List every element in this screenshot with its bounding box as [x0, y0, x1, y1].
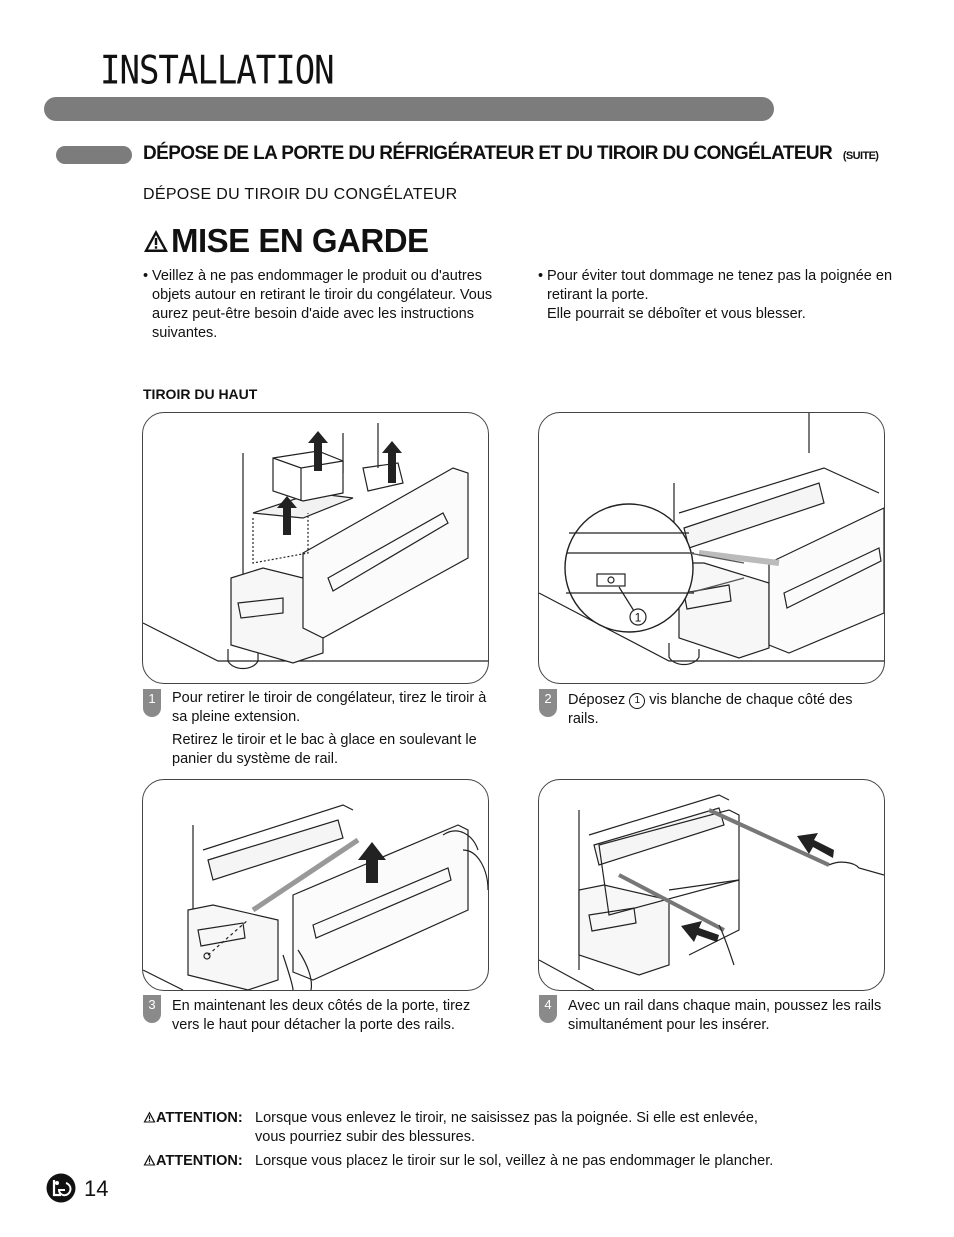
warning-triangle-icon: [144, 230, 168, 252]
attention-label-text-2: ATTENTION:: [156, 1153, 243, 1169]
subsection-title: DÉPOSE DU TIROIR DU CONGÉLATEUR: [143, 186, 458, 203]
warning-heading-text: MISE EN GARDE: [171, 222, 429, 259]
step-2-text-after: vis blanche de chaque côté des rails.: [568, 692, 853, 727]
figure-step-3: [142, 779, 489, 991]
section-pill: [56, 146, 132, 164]
warning-triangle-icon: [143, 1154, 156, 1166]
warning-right-text: Pour éviter tout dommage ne tenez pas la…: [547, 267, 908, 324]
drawer-heading: TIROIR DU HAUT: [143, 386, 258, 402]
figure-step-2: 1: [538, 412, 885, 684]
step-number-4: 4: [539, 995, 557, 1023]
warning-right-line1: Pour éviter tout dommage ne tenez pas la…: [547, 268, 893, 303]
step-number-1: 1: [143, 689, 161, 717]
warning-heading: MISE EN GARDE: [143, 222, 429, 260]
attention-text-2-line-1: Lorsque vous placez le tiroir sur le sol…: [255, 1153, 774, 1169]
step-4-text: Avec un rail dans chaque main, poussez l…: [568, 998, 882, 1033]
attention-text-1-line-2: vous pourriez subir des blessures.: [255, 1129, 476, 1145]
attention-label-1: ATTENTION:: [143, 1109, 243, 1128]
page-number: 14: [84, 1176, 109, 1201]
warning-triangle-icon: [143, 1111, 156, 1123]
bullet: •: [538, 268, 544, 284]
step-number-3: 3: [143, 995, 161, 1023]
warning-left-text: Veillez à ne pas endommager le produit o…: [152, 268, 493, 341]
step-2-text: Déposez 1 vis blanche de chaque côté des…: [568, 691, 886, 729]
freezer-drawer-illustration: [143, 423, 488, 670]
callout-1-label: 1: [635, 611, 642, 625]
step-1-paragraph-1: Pour retirer le tiroir de congélateur, t…: [172, 690, 487, 725]
attention-row-2: ATTENTION: Lorsque vous placez le tiroir…: [143, 1152, 863, 1171]
section-title-suffix: (SUITE): [842, 150, 879, 162]
section-title-text: DÉPOSE DE LA PORTE DU RÉFRIGÉRATEUR ET D…: [143, 143, 833, 164]
lg-logo-icon: [46, 1173, 76, 1203]
step-2-text-before: Déposez: [568, 692, 626, 708]
attention-row-1: ATTENTION: Lorsque vous enlevez le tiroi…: [143, 1109, 863, 1147]
door-lift-illustration: [143, 804, 488, 990]
step-1-paragraph-2: Retirez le tiroir et le bac à glace en s…: [172, 732, 477, 767]
attention-text-1-line-1: Lorsque vous enlevez le tiroir, ne saisi…: [255, 1110, 758, 1126]
section-title: DÉPOSE DE LA PORTE DU RÉFRIGÉRATEUR ET D…: [143, 143, 879, 165]
rail-screw-illustration: 1: [539, 413, 884, 666]
figure-step-4: [538, 779, 885, 991]
figure-step-1: [142, 412, 489, 684]
page-title: INSTALLATION: [100, 48, 335, 94]
attention-label-text-1: ATTENTION:: [156, 1110, 243, 1126]
step-1-text: Pour retirer le tiroir de congélateur, t…: [172, 689, 490, 773]
callout-1-icon: 1: [629, 693, 646, 709]
warning-right-line2: Elle pourrait se déboîter et vous blesse…: [547, 306, 806, 322]
warning-right-column: • Pour éviter tout dommage ne tenez pas …: [538, 267, 908, 324]
bullet: •: [143, 268, 149, 284]
rail-insert-illustration: [539, 794, 884, 990]
step-number-2: 2: [539, 689, 557, 717]
attention-label-2: ATTENTION:: [143, 1152, 243, 1171]
step-3-text: En maintenant les deux côtés de la porte…: [172, 998, 471, 1033]
header-bar: [44, 97, 774, 121]
attention-block: ATTENTION: Lorsque vous enlevez le tiroi…: [143, 1109, 863, 1176]
warning-left-column: • Veillez à ne pas endommager le produit…: [143, 267, 518, 343]
